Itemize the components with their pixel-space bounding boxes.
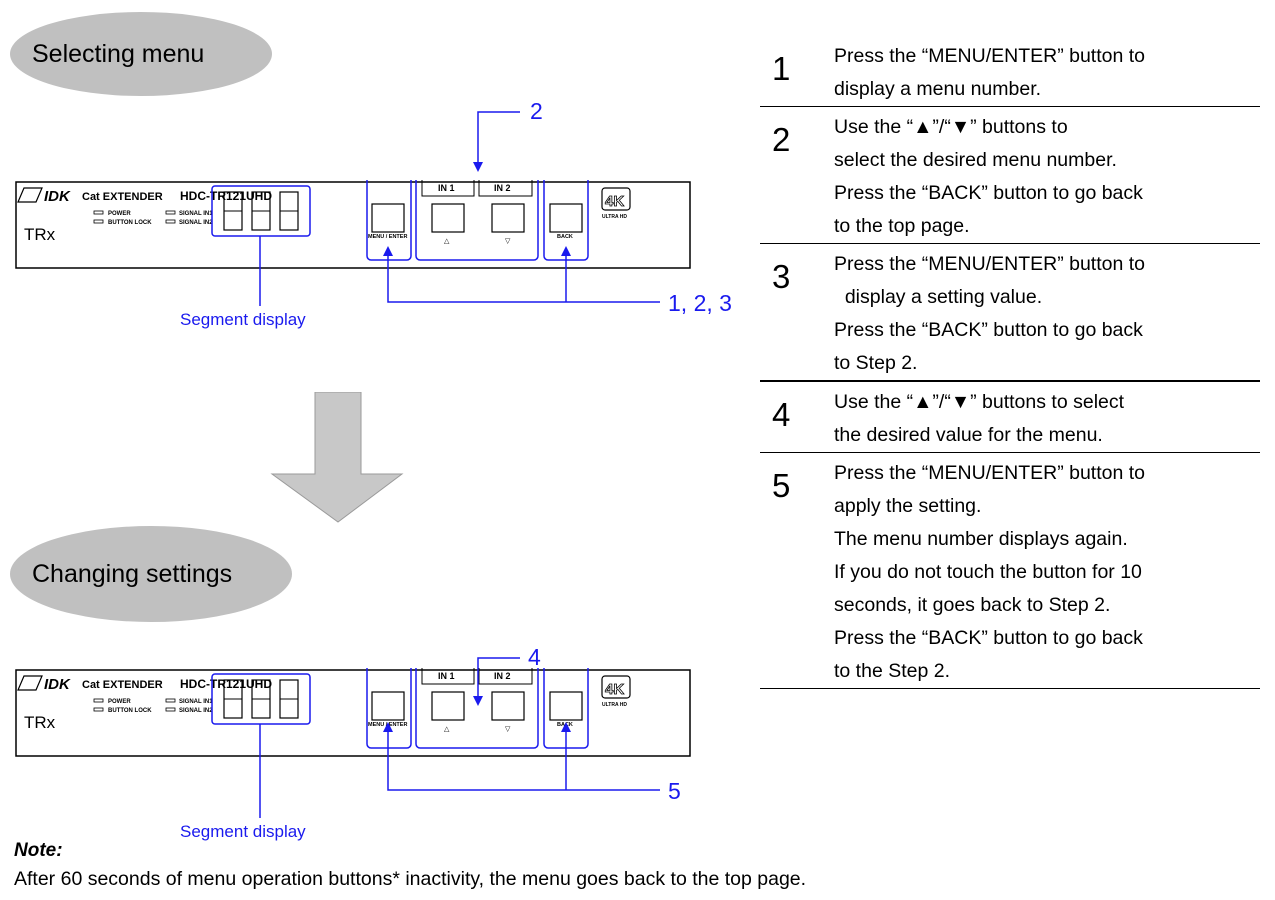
- down-arrow-icon: [270, 392, 404, 523]
- idk-logo: IDK: [17, 675, 71, 693]
- segment-display-bottom: [211, 673, 311, 725]
- model-text: HDC-TR121UHD: [180, 189, 272, 203]
- 4k-badge: 4K ULTRA HD: [601, 187, 631, 220]
- svg-text:BACK: BACK: [557, 234, 573, 240]
- device-panel-top: IDK Cat EXTENDER HDC-TR121UHD TRx POWER …: [15, 180, 691, 269]
- series-text: TRx: [24, 713, 56, 732]
- callout-lines-top: [259, 111, 660, 818]
- brand-text: Cat EXTENDER: [82, 679, 163, 691]
- led-signal-in2-label: SIGNAL IN2: [179, 220, 213, 226]
- step-5: 5 Press the “MENU/ENTER” button to apply…: [760, 453, 1260, 689]
- selecting-menu-label: Selecting menu: [10, 12, 272, 96]
- svg-text:MENU / ENTER: MENU / ENTER: [368, 234, 407, 240]
- in2-label: IN 2: [494, 183, 511, 193]
- callout-top-menu-back: 1, 2, 3: [668, 290, 732, 316]
- callout-top-segment: Segment display: [180, 310, 306, 329]
- changing-settings-label: Changing settings: [10, 526, 292, 622]
- step-number: 2: [772, 121, 791, 158]
- step-line: Press the “MENU/ENTER” button to: [834, 462, 1146, 484]
- device-panel-bottom: IDK Cat EXTENDER HDC-TR121UHD TRx POWER …: [15, 668, 691, 757]
- step-line: apply the setting.: [834, 495, 982, 517]
- callout-bottom-menu-back: 5: [668, 778, 681, 804]
- svg-text:ULTRA HD: ULTRA HD: [602, 214, 627, 220]
- up-down-buttons-bottom[interactable]: IN 1 IN 2 △ ▽: [415, 668, 539, 749]
- step-line: to Step 2.: [834, 352, 918, 374]
- led-power-label: POWER: [108, 211, 131, 217]
- step-number: 3: [772, 258, 791, 295]
- up-down-buttons-top[interactable]: IN 1 IN 2 △ ▽: [415, 180, 539, 261]
- series-text: TRx: [24, 225, 56, 244]
- svg-text:4K: 4K: [605, 681, 624, 698]
- up-arrow-icon: △: [444, 726, 450, 733]
- step-line: Use the “▲”/“▼” buttons to select: [834, 391, 1125, 413]
- steps-list: 1 Press the “MENU/ENTER” button to displ…: [760, 36, 1260, 689]
- step-number: 1: [772, 50, 791, 87]
- step-line: display a setting value.: [834, 286, 1043, 308]
- step-line: to the top page.: [834, 215, 970, 237]
- callout-bottom-segment: Segment display: [180, 822, 306, 841]
- step-line: The menu number displays again.: [834, 528, 1128, 550]
- step-line: the desired value for the menu.: [834, 424, 1103, 446]
- svg-text:IDK: IDK: [44, 188, 71, 205]
- step-line: select the desired menu number.: [834, 149, 1117, 171]
- step-line: Use the “▲”/“▼” buttons to: [834, 116, 1068, 138]
- down-arrow-small-icon: ▽: [505, 238, 511, 245]
- led-button-lock-label: BUTTON LOCK: [108, 708, 152, 714]
- note-title: Note:: [14, 840, 63, 861]
- step-line: Press the “MENU/ENTER” button to: [834, 253, 1146, 275]
- step-number: 5: [772, 467, 791, 504]
- step-number: 4: [772, 396, 791, 433]
- step-line: Press the “BACK” button to go back: [834, 182, 1143, 204]
- in1-label: IN 1: [438, 671, 455, 681]
- model-text: HDC-TR121UHD: [180, 677, 272, 691]
- step-1: 1 Press the “MENU/ENTER” button to displ…: [760, 36, 1260, 107]
- menu-enter-button-top[interactable]: MENU / ENTER: [366, 180, 412, 261]
- down-arrow-small-icon: ▽: [505, 726, 511, 733]
- led-button-lock-label: BUTTON LOCK: [108, 220, 152, 226]
- callout-bottom-updown: 4: [528, 644, 541, 670]
- idk-logo: IDK: [17, 187, 71, 205]
- in1-label: IN 1: [438, 183, 455, 193]
- step-3: 3 Press the “MENU/ENTER” button to displ…: [760, 244, 1260, 382]
- svg-text:4K: 4K: [605, 193, 624, 210]
- segment-display-top: [211, 185, 311, 237]
- step-line: seconds, it goes back to Step 2.: [834, 594, 1111, 616]
- step-line: Press the “MENU/ENTER” button to: [834, 45, 1146, 67]
- step-line: display a menu number.: [834, 78, 1042, 100]
- led-signal-in1-label: SIGNAL IN1: [179, 211, 213, 217]
- up-arrow-icon: △: [444, 238, 450, 245]
- led-signal-in1-label: SIGNAL IN1: [179, 699, 213, 705]
- step-line: to the Step 2.: [834, 660, 951, 682]
- 4k-badge: 4K ULTRA HD: [601, 675, 631, 708]
- note-text: After 60 seconds of menu operation butto…: [14, 868, 807, 890]
- step-2: 2 Use the “▲”/“▼” buttons to select the …: [760, 107, 1260, 244]
- led-signal-in2-label: SIGNAL IN2: [179, 708, 213, 714]
- svg-text:ULTRA HD: ULTRA HD: [602, 702, 627, 708]
- brand-text: Cat EXTENDER: [82, 191, 163, 203]
- callout-top-updown: 2: [530, 98, 543, 124]
- in2-label: IN 2: [494, 671, 511, 681]
- step-line: Press the “BACK” button to go back: [834, 319, 1143, 341]
- step-4: 4 Use the “▲”/“▼” buttons to select the …: [760, 382, 1260, 453]
- step-line: If you do not touch the button for 10: [834, 561, 1142, 583]
- step-line: Press the “BACK” button to go back: [834, 627, 1143, 649]
- led-power-label: POWER: [108, 699, 131, 705]
- svg-text:IDK: IDK: [44, 676, 71, 693]
